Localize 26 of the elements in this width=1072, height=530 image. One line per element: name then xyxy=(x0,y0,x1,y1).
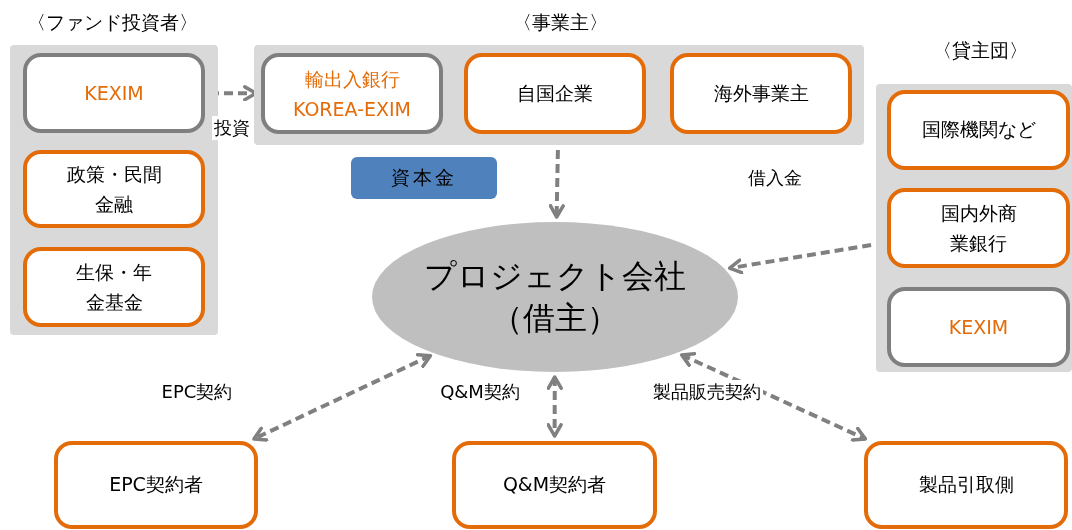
participant-box: 海外事業主 xyxy=(670,53,852,134)
project-company-ellipse: プロジェクト会社（借主） xyxy=(372,222,738,372)
participant-box: Q&M契約者 xyxy=(452,441,657,529)
participant-box: 国内外商業銀行 xyxy=(887,188,1070,268)
participant-box: 自国企業 xyxy=(464,53,646,134)
participant-box: KEXIM xyxy=(887,287,1070,367)
edge-label: 製品販売契約 xyxy=(651,380,763,404)
dashed-arrow xyxy=(727,243,872,275)
edge-label: 投資 xyxy=(212,116,252,140)
dashed-arrow xyxy=(252,352,433,442)
participant-box: 生保・年金基金 xyxy=(23,247,205,327)
group-heading: 〈事業主〉 xyxy=(512,10,608,35)
participant-box: KEXIM xyxy=(23,53,205,133)
participant-box: EPC契約者 xyxy=(54,441,258,529)
participant-box: 政策・民間金融 xyxy=(23,150,205,228)
capital-label: 資本金 xyxy=(351,157,497,199)
group-heading: 〈ファンド投資者〉 xyxy=(26,10,198,35)
edge-label: Q&M契約 xyxy=(438,380,522,404)
dashed-arrow xyxy=(548,149,565,219)
dashed-arrow xyxy=(679,352,868,442)
group-heading: 〈貸主団〉 xyxy=(932,38,1028,63)
edge-label: 借入金 xyxy=(746,166,804,190)
dashed-arrow xyxy=(546,375,563,438)
participant-box: 輸出入銀行KOREA-EXIM xyxy=(261,53,443,134)
participant-box: 国際機関など xyxy=(887,90,1070,170)
participant-box: 製品引取側 xyxy=(864,441,1068,529)
